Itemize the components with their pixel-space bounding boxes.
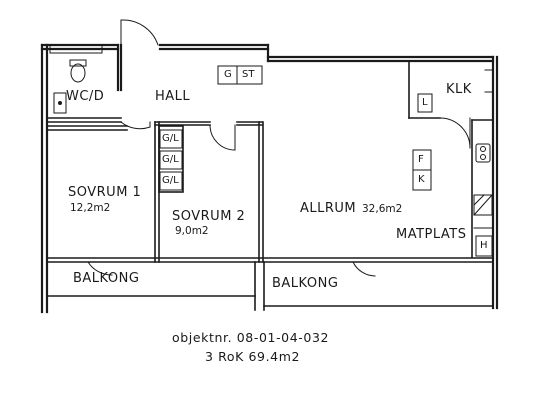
cabinet-k bbox=[412, 169, 432, 191]
cabinet-gl-3 bbox=[159, 171, 183, 191]
fixture-label-g: G bbox=[224, 69, 232, 80]
room-label-sovrum-1: SOVRUM 1 bbox=[68, 185, 142, 200]
cabinet-h bbox=[475, 235, 493, 257]
fixture-label-st: ST bbox=[242, 69, 255, 80]
room-label-hall: HALL bbox=[155, 89, 191, 104]
fixture-label-h: H bbox=[480, 240, 488, 251]
fixture-label-f: F bbox=[418, 154, 424, 165]
room-label-allrum: ALLRUM bbox=[300, 201, 357, 216]
cabinet-l bbox=[417, 93, 433, 113]
room-label-wc: WC/D bbox=[66, 89, 105, 104]
outer-walls bbox=[40, 43, 499, 314]
toilet-bowl bbox=[70, 63, 86, 83]
cabinet-gl-1 bbox=[159, 129, 183, 149]
room-label-matplats: MATPLATS bbox=[396, 227, 467, 242]
fixtures bbox=[53, 59, 494, 229]
stove-top bbox=[475, 143, 491, 163]
room-label-balkong-right: BALKONG bbox=[272, 276, 339, 291]
object-number: objektnr. 08-01-04-032 bbox=[172, 330, 330, 345]
room-label-balkong-left: BALKONG bbox=[73, 271, 140, 286]
fixture-label-gl-2: G/L bbox=[162, 154, 179, 165]
apartment-summary: 3 RoK 69.4m2 bbox=[205, 349, 301, 364]
doors bbox=[87, 19, 471, 277]
cabinet-st bbox=[236, 65, 263, 85]
cabinet-gl-2 bbox=[159, 150, 183, 170]
room-area-allrum: 32,6m2 bbox=[362, 203, 403, 215]
balcony bbox=[46, 257, 498, 311]
interior-walls bbox=[46, 60, 494, 263]
room-label-klk: KLK bbox=[446, 82, 472, 97]
fixture-label-k: K bbox=[418, 174, 425, 185]
room-label-sovrum-2: SOVRUM 2 bbox=[172, 209, 246, 224]
fixture-label-gl-1: G/L bbox=[162, 133, 179, 144]
toilet-tank bbox=[69, 59, 87, 67]
wc-window-frame bbox=[49, 44, 103, 54]
room-area-sovrum-2: 9,0m2 bbox=[175, 225, 209, 237]
room-area-sovrum-1: 12,2m2 bbox=[70, 202, 111, 214]
fixture-label-gl-3: G/L bbox=[162, 175, 179, 186]
wc-sink bbox=[53, 92, 67, 114]
fixture-label-l: L bbox=[422, 97, 428, 108]
